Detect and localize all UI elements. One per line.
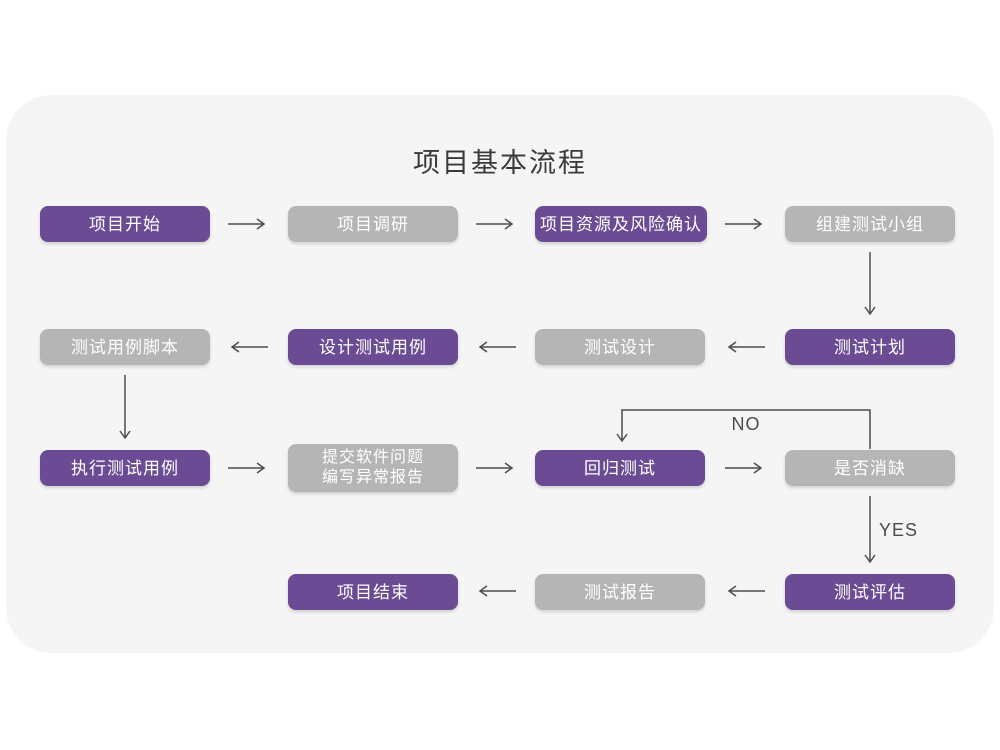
node-project-end: 项目结束 xyxy=(288,574,458,610)
node-regression-test: 回归测试 xyxy=(535,450,705,486)
node-resources-and-risk: 项目资源及风险确认 xyxy=(535,206,707,242)
node-test-plan: 测试计划 xyxy=(785,329,955,365)
node-test-design: 测试设计 xyxy=(535,329,705,365)
node-design-test-case: 设计测试用例 xyxy=(288,329,458,365)
node-test-case-script: 测试用例脚本 xyxy=(40,329,210,365)
node-project-start: 项目开始 xyxy=(40,206,210,242)
node-defect-resolved: 是否消缺 xyxy=(785,450,955,486)
node-project-research: 项目调研 xyxy=(288,206,458,242)
node-test-evaluation: 测试评估 xyxy=(785,574,955,610)
node-execute-test-case: 执行测试用例 xyxy=(40,450,210,486)
flowchart-card xyxy=(6,95,994,653)
edge-label-yes: YES xyxy=(879,520,919,540)
node-build-test-team: 组建测试小组 xyxy=(785,206,955,242)
node-test-report: 测试报告 xyxy=(535,574,705,610)
edge-label-no: NO xyxy=(731,414,761,434)
diagram-title: 项目基本流程 xyxy=(413,148,587,178)
node-submit-issue-report: 提交软件问题 编写异常报告 xyxy=(288,444,458,492)
